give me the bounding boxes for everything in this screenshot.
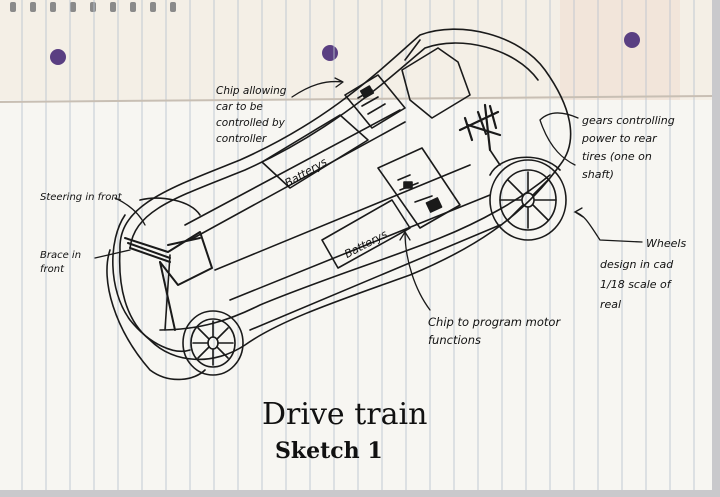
label-chip-program: Chip to program motor functions <box>428 315 561 347</box>
svg-text:Chip allowing: Chip allowing <box>216 85 287 97</box>
svg-text:Brace in: Brace in <box>40 250 81 261</box>
svg-text:controlled by: controlled by <box>216 117 286 129</box>
battery-box-top <box>261 114 369 189</box>
gear-assembly <box>458 103 502 152</box>
steering-brace <box>124 231 213 331</box>
arrow-steering <box>114 197 146 226</box>
svg-text:tires (one on: tires (one on <box>582 150 652 163</box>
arrow-wheels <box>573 207 643 243</box>
car-sketch <box>106 28 572 381</box>
svg-text:functions: functions <box>428 333 481 347</box>
svg-text:design in cad: design in cad <box>600 258 674 271</box>
arrow-program-chip <box>399 229 431 311</box>
svg-text:power to rear: power to rear <box>581 132 658 145</box>
label-steering: Steering in front <box>40 192 123 203</box>
annotation-arrows <box>94 77 643 311</box>
front-wheel <box>182 310 244 376</box>
battery-box-bottom <box>321 199 411 269</box>
svg-text:Chip to program motor: Chip to program motor <box>428 315 561 329</box>
svg-text:real: real <box>600 298 621 311</box>
svg-text:shaft): shaft) <box>582 168 614 181</box>
svg-text:front: front <box>40 264 65 275</box>
label-wheels: Wheels design in cad 1/18 scale of real <box>600 237 686 311</box>
svg-text:car to be: car to be <box>216 101 263 113</box>
frame-rail-bottom <box>214 164 471 271</box>
sketch-title: Drive train <box>262 397 427 432</box>
svg-text:Wheels: Wheels <box>646 237 686 250</box>
sketch-subtitle: Sketch 1 <box>275 438 383 464</box>
frame-rail-top <box>184 109 401 226</box>
label-chip-control: Chip allowing car to be controlled by co… <box>216 85 287 145</box>
arrow-chip-control <box>291 77 344 98</box>
program-chip <box>377 147 461 229</box>
svg-text:gears controlling: gears controlling <box>582 114 675 127</box>
arrow-brace <box>94 249 131 259</box>
car-body-outline <box>118 28 572 361</box>
rear-wheel <box>489 156 567 241</box>
notebook-paper <box>0 0 713 490</box>
arrow-gears <box>539 112 579 166</box>
label-brace: Brace in front <box>40 250 81 275</box>
svg-text:controller: controller <box>216 133 267 145</box>
label-gears: gears controlling power to rear tires (o… <box>581 114 675 181</box>
control-chip <box>344 74 406 129</box>
svg-text:1/18 scale of: 1/18 scale of <box>600 278 673 291</box>
